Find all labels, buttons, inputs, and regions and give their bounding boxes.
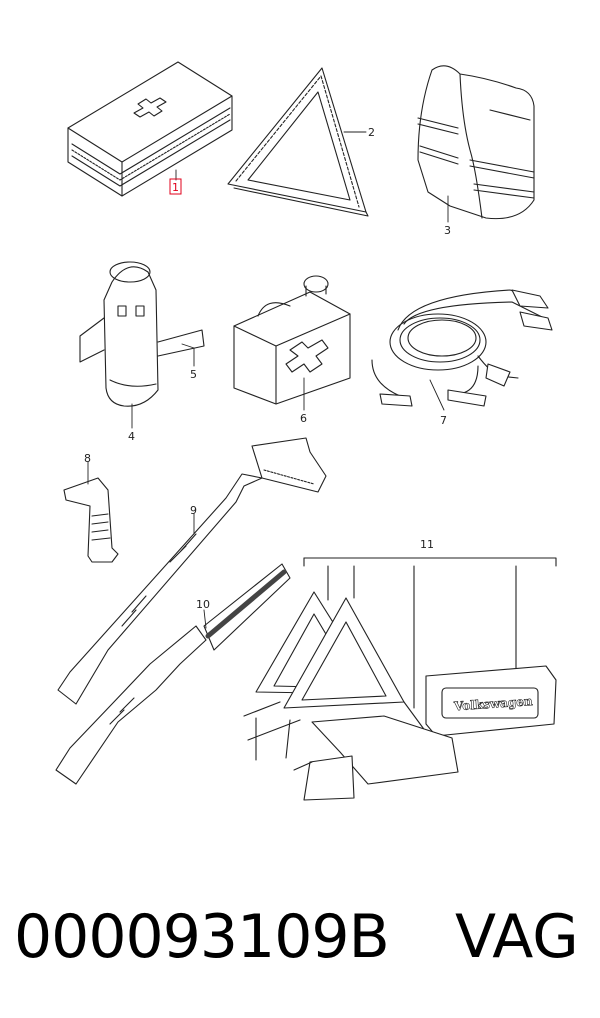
case-label: Volkswagen [453,694,534,714]
snow-brush-long [57,437,327,705]
brand-label: VAG [455,902,579,972]
callout-7[interactable]: 7 [440,414,447,427]
callout-9[interactable]: 9 [190,504,197,517]
fuel-canister [233,275,351,405]
callout-10[interactable]: 10 [196,598,210,611]
warning-triangle [227,67,369,217]
scraper-handle [63,477,119,563]
first-aid-kit [67,61,233,197]
part-number: 000093109B [14,902,390,972]
callout-3[interactable]: 3 [444,224,451,237]
callout-4[interactable]: 4 [128,430,135,443]
leader-lines [87,131,449,629]
callout-labels: 1 2 3 4 5 6 7 8 9 10 11 Volkswagen [84,126,534,714]
footer: 000093109B VAG [0,892,600,982]
snow-brush-short [55,563,291,785]
callout-2[interactable]: 2 [368,126,375,139]
callout-11[interactable]: 11 [420,538,434,551]
warning-kit-set [243,557,557,801]
callout-1[interactable]: 1 [172,181,179,194]
callout-8[interactable]: 8 [84,452,91,465]
callout-5[interactable]: 5 [190,368,197,381]
flashlight-holder [79,261,205,407]
callout-box-1[interactable] [169,178,182,195]
safety-vest [417,65,535,220]
callout-6[interactable]: 6 [300,412,307,425]
jumper-cables [371,289,553,407]
